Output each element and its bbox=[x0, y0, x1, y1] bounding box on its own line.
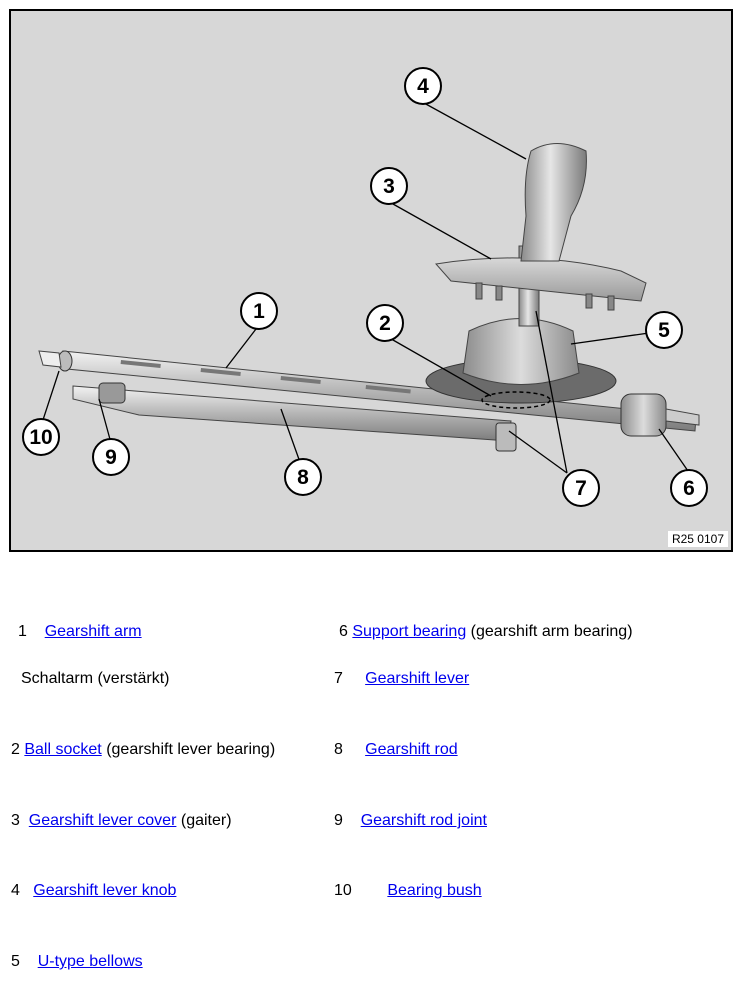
svg-text:8: 8 bbox=[297, 466, 309, 489]
callout-8: 8 bbox=[284, 458, 322, 496]
legend-number: 1 bbox=[18, 623, 27, 640]
legend-number: 7 bbox=[334, 670, 343, 687]
legend-item-7: 7 Gearshift lever bbox=[334, 670, 469, 688]
link-ball-socket[interactable]: Ball socket bbox=[24, 741, 102, 758]
legend-note: (gearshift arm bearing) bbox=[470, 623, 633, 640]
svg-text:10: 10 bbox=[29, 426, 52, 449]
link-gearshift-rod[interactable]: Gearshift rod bbox=[365, 741, 458, 758]
support-bearing-pin bbox=[665, 408, 700, 426]
callout-7: 7 bbox=[562, 469, 600, 507]
legend-item-8: 8 Gearshift rod bbox=[334, 741, 458, 759]
legend-number: 5 bbox=[11, 953, 20, 970]
svg-text:6: 6 bbox=[683, 477, 695, 500]
callout-9: 9 bbox=[92, 438, 130, 476]
legend-number: 6 bbox=[339, 623, 348, 640]
ball-socket-marker bbox=[481, 391, 551, 409]
legend-number: 3 bbox=[11, 812, 20, 829]
legend-number: 10 bbox=[334, 882, 352, 899]
callouts: 4 3 1 2 5 10 9 8 7 6 bbox=[22, 67, 708, 507]
bearing-bush-cap bbox=[38, 350, 62, 368]
svg-text:5: 5 bbox=[658, 319, 670, 342]
callout-5: 5 bbox=[645, 311, 683, 349]
link-gearshift-lever-knob[interactable]: Gearshift lever knob bbox=[33, 882, 177, 899]
legend-note: (gearshift lever bearing) bbox=[106, 741, 276, 758]
legend-note: Schaltarm (verstärkt) bbox=[21, 670, 170, 687]
exploded-view-figure: 4 3 1 2 5 10 9 8 7 6 R25 0107 bbox=[9, 9, 733, 552]
svg-text:4: 4 bbox=[417, 75, 429, 98]
legend-item-9: 9 Gearshift rod joint bbox=[334, 812, 487, 830]
link-u-type-bellows[interactable]: U-type bellows bbox=[37, 953, 143, 970]
legend-number: 4 bbox=[11, 882, 20, 899]
legend-item-6: 6 Support bearing (gearshift arm bearing… bbox=[339, 623, 633, 641]
link-gearshift-lever[interactable]: Gearshift lever bbox=[365, 670, 470, 687]
gearshift-lever-knob-shape bbox=[520, 143, 587, 262]
legend-item-note: Schaltarm (verstärkt) bbox=[21, 670, 169, 688]
link-gearshift-arm[interactable]: Gearshift arm bbox=[44, 623, 142, 640]
callout-10: 10 bbox=[22, 418, 60, 456]
gearshift-rod-end bbox=[495, 422, 517, 452]
callout-6: 6 bbox=[670, 469, 708, 507]
legend-item-5: 5 U-type bellows bbox=[11, 953, 143, 971]
gearshift-assembly-illustration: 4 3 1 2 5 10 9 8 7 6 bbox=[22, 67, 708, 507]
legend-number: 9 bbox=[334, 812, 343, 829]
legend-number: 2 bbox=[11, 741, 20, 758]
u-type-bellows-shape bbox=[462, 318, 580, 385]
cover-clips bbox=[475, 282, 615, 311]
link-gearshift-rod-joint[interactable]: Gearshift rod joint bbox=[360, 812, 487, 829]
legend-item-2: 2 Ball socket (gearshift lever bearing) bbox=[11, 741, 275, 759]
legend-note: (gaiter) bbox=[180, 812, 232, 829]
legend-item-1: 1 Gearshift arm bbox=[18, 623, 142, 641]
legend-item-10: 10 Bearing bush bbox=[334, 882, 482, 900]
callout-1: 1 bbox=[240, 292, 278, 330]
legend-number: 8 bbox=[334, 741, 343, 758]
legend-item-3: 3 Gearshift lever cover (gaiter) bbox=[11, 812, 232, 830]
gearshift-rod-joint-shape bbox=[98, 382, 126, 404]
gearshift-rod-shape bbox=[72, 385, 512, 442]
figure-id-label: R25 0107 bbox=[667, 531, 728, 547]
legend-item-4: 4 Gearshift lever knob bbox=[11, 882, 176, 900]
callout-4: 4 bbox=[404, 67, 442, 105]
svg-text:2: 2 bbox=[379, 312, 391, 335]
svg-text:3: 3 bbox=[383, 175, 395, 198]
gearshift-arm-slots bbox=[120, 360, 411, 394]
svg-text:7: 7 bbox=[575, 477, 587, 500]
svg-text:9: 9 bbox=[105, 446, 117, 469]
svg-text:1: 1 bbox=[253, 300, 265, 323]
link-support-bearing[interactable]: Support bearing bbox=[352, 623, 467, 640]
callout-leader-lines bbox=[40, 102, 689, 474]
link-bearing-bush[interactable]: Bearing bush bbox=[387, 882, 482, 899]
link-gearshift-lever-cover[interactable]: Gearshift lever cover bbox=[28, 812, 177, 829]
callout-2: 2 bbox=[366, 304, 404, 342]
callout-3: 3 bbox=[370, 167, 408, 205]
gearshift-lever-cover-shape bbox=[435, 257, 647, 302]
